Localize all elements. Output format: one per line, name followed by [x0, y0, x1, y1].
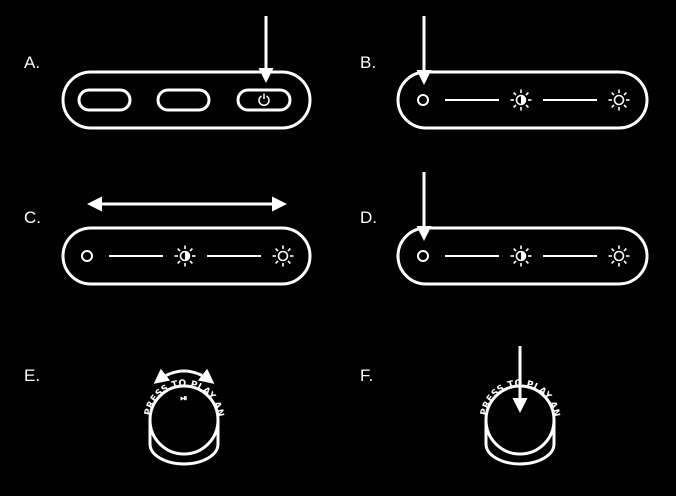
- panel-d: D.: [360, 172, 649, 286]
- knob-top: [148, 384, 220, 456]
- knob-arc-text: PRESS TO PLAY AND PAUSE: [0, 0, 561, 418]
- power-icon: [258, 93, 270, 107]
- brightness-high-icon: [272, 245, 294, 267]
- slider-knob[interactable]: [417, 94, 429, 106]
- brightness-slider-bar: [396, 70, 649, 130]
- brightness-slider-bar: [396, 226, 649, 286]
- brightness-slider-bar: [61, 226, 312, 286]
- rotate-arrow-icon: [153, 368, 215, 384]
- slider-knob[interactable]: [417, 250, 429, 262]
- play-pause-knob[interactable]: PRESS TO PLAY AND PAUSE: [0, 0, 561, 466]
- panel-label-a: A.: [24, 53, 40, 72]
- panel-label-b: B.: [360, 53, 376, 72]
- panel-b: B.: [360, 16, 649, 130]
- brightness-high-icon: [608, 89, 630, 111]
- brightness-high-icon: [608, 245, 630, 267]
- power-button[interactable]: [236, 88, 292, 112]
- brightness-medium-icon: [510, 89, 532, 111]
- panel-label-c: C.: [24, 208, 41, 227]
- panel-f: F. PRESS TO PLAY AND PAUSE: [0, 0, 561, 466]
- panel-c: C.: [24, 196, 312, 286]
- device-button-middle[interactable]: [156, 88, 211, 112]
- device-bar: [61, 70, 312, 130]
- brightness-medium-icon: [174, 245, 196, 267]
- slider-knob[interactable]: [81, 250, 93, 262]
- panel-a: A.: [24, 16, 312, 130]
- panel-label-f: F.: [360, 366, 373, 385]
- device-button-left[interactable]: [77, 88, 132, 112]
- panel-label-d: D.: [360, 208, 377, 227]
- play-pause-icon: ⏯: [180, 394, 188, 404]
- brightness-medium-icon: [510, 245, 532, 267]
- panel-label-e: E.: [24, 366, 40, 385]
